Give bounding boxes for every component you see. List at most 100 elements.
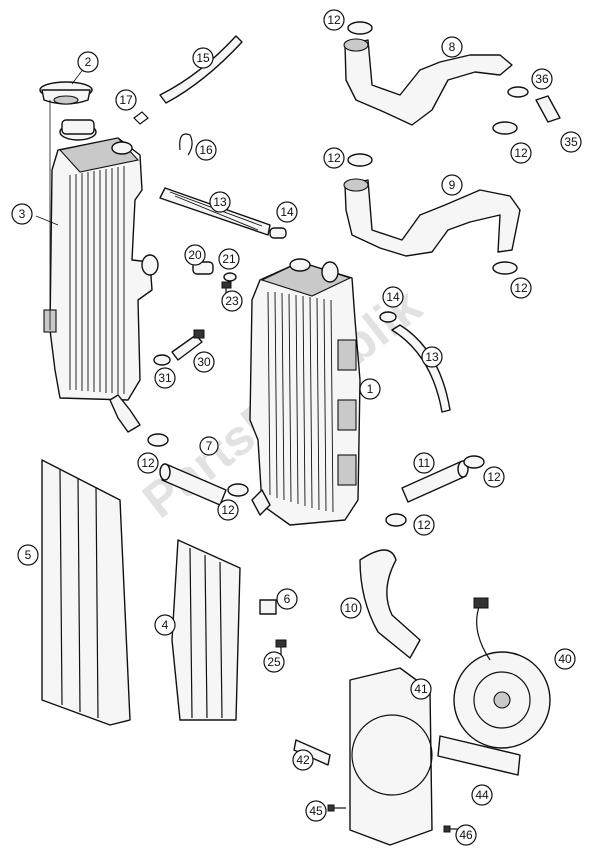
callout-circle (382, 286, 404, 308)
screw-45 (327, 804, 346, 812)
callout-7: 7 (199, 436, 219, 456)
callout-circle (209, 191, 231, 213)
callout-6: 6 (276, 588, 298, 610)
callout-circle (292, 749, 314, 771)
callout-circle (410, 678, 432, 700)
hose-13-right (391, 324, 451, 413)
clamp-12-hose9-top (347, 153, 373, 167)
callout-8: 8 (441, 36, 463, 58)
right-radiator-fins (267, 291, 334, 513)
clamp-12-top (347, 21, 373, 35)
callout-circle (137, 452, 159, 474)
callout-circle (192, 47, 214, 69)
callout-36: 36 (531, 68, 553, 90)
callout-label: 4 (162, 618, 169, 632)
clamp-36 (507, 86, 529, 98)
callout-circle (323, 147, 345, 169)
cover-44 (437, 735, 521, 776)
callout-12h: 12 (413, 514, 435, 536)
fan-frame-41 (349, 667, 433, 846)
callout-label: 36 (535, 72, 549, 86)
right-radiator (249, 258, 361, 526)
radiator-cap (39, 81, 93, 105)
callout-circle (441, 36, 463, 58)
callout-label: 23 (225, 294, 239, 308)
callout-label: 14 (280, 205, 294, 219)
callout-circle (115, 89, 137, 111)
callout-label: 12 (417, 518, 431, 532)
callout-circle (221, 290, 243, 312)
callout-42: 42 (292, 749, 314, 771)
callout-label: 46 (459, 828, 473, 842)
callout-label: 9 (449, 178, 456, 192)
callout-12g: 12 (483, 466, 505, 488)
clamp-12-hose7-a (147, 433, 169, 447)
sensor-30 (171, 329, 205, 361)
callout-25: 25 (263, 651, 285, 673)
callout-circle (510, 277, 532, 299)
fan-40 (453, 597, 551, 749)
callout-circle (17, 544, 39, 566)
callout-circle (276, 588, 298, 610)
callout-circle (184, 244, 206, 266)
hose-8 (343, 38, 513, 126)
callout-13b: 13 (421, 346, 443, 368)
foam-42 (293, 739, 331, 766)
callout-circle (421, 346, 443, 368)
callout-circle (554, 648, 576, 670)
callout-circle (195, 139, 217, 161)
washer-21 (223, 272, 237, 282)
callout-5: 5 (17, 544, 39, 566)
callout-20: 20 (184, 244, 206, 266)
callout-45: 45 (305, 800, 327, 822)
callout-circle (154, 614, 176, 636)
callout-circle (471, 784, 493, 806)
callout-label: 12 (327, 151, 341, 165)
callout-circle (323, 9, 345, 31)
callout-13a: 13 (209, 191, 231, 213)
hose-10 (359, 549, 421, 659)
callout-44: 44 (471, 784, 493, 806)
sensor-35 (535, 95, 561, 123)
callout-label: 5 (25, 548, 32, 562)
callout-label: 21 (222, 252, 236, 266)
callout-label: 1 (367, 382, 374, 396)
callout-30: 30 (193, 351, 215, 373)
callout-12c: 12 (323, 147, 345, 169)
callout-circle (560, 131, 582, 153)
callout-label: 15 (196, 51, 210, 65)
callout-label: 17 (119, 93, 133, 107)
callout-17: 17 (115, 89, 137, 111)
callout-circle (276, 201, 298, 223)
callout-31: 31 (154, 367, 176, 389)
callout-11: 11 (413, 452, 435, 474)
callout-3: 3 (11, 203, 33, 225)
hose-11 (401, 460, 469, 503)
callout-12a: 12 (323, 9, 345, 31)
bracket-6 (259, 599, 277, 615)
callout-10: 10 (340, 597, 362, 619)
callout-circle (77, 51, 99, 73)
callout-12f: 12 (217, 499, 239, 521)
callout-label: 10 (344, 601, 358, 615)
callout-21: 21 (218, 248, 240, 270)
callout-14a: 14 (276, 201, 298, 223)
callout-circle (359, 378, 381, 400)
callout-12d: 12 (510, 277, 532, 299)
hose-15 (159, 35, 243, 104)
callout-circle (193, 351, 215, 373)
callout-14b: 14 (382, 286, 404, 308)
callout-circle (11, 203, 33, 225)
callout-label: 41 (414, 682, 428, 696)
clamp-12-hose11-b (385, 513, 407, 527)
callout-label: 35 (564, 135, 578, 149)
clamp-12-hose7-b (227, 483, 249, 497)
callout-label: 14 (386, 290, 400, 304)
callout-label: 40 (558, 652, 572, 666)
clamp-12-hose11-a (463, 455, 485, 469)
clamp-14-upper (269, 227, 287, 239)
clamp-12-hose8 (492, 121, 518, 135)
callout-4: 4 (154, 614, 176, 636)
callout-41: 41 (410, 678, 432, 700)
callout-label: 42 (296, 753, 310, 767)
